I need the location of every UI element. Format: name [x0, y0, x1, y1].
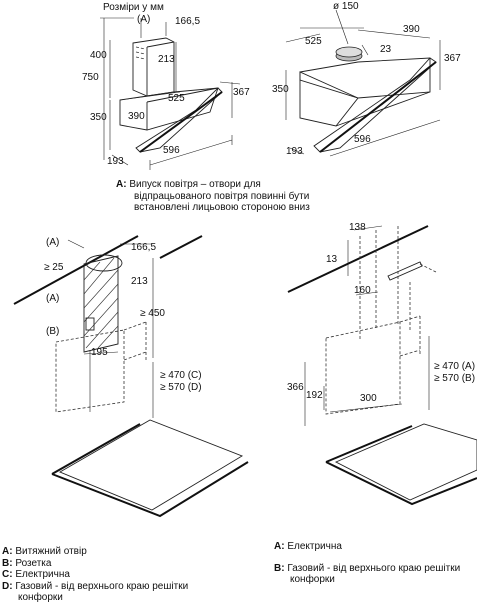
- dim-367: 367: [233, 87, 250, 98]
- label-a2: (A): [46, 293, 59, 304]
- air-vent-holes: [135, 46, 146, 60]
- dim-ge-450: ≥ 450: [140, 308, 165, 319]
- dim-400: 400: [90, 50, 107, 61]
- legend-right-item: B: Газовий - від верхнього краю решітки: [274, 562, 461, 574]
- dim-166-5-mid: 166,5: [131, 242, 156, 253]
- wall-bracket: [387, 261, 423, 281]
- label-a1: (A): [46, 237, 59, 248]
- ceiling-line-right: [287, 225, 429, 293]
- socket: [85, 317, 95, 331]
- dim-213-mid: 213: [131, 276, 148, 287]
- note-line-3: встановлені лицьовою стороною вниз: [134, 202, 310, 213]
- install-left: [13, 235, 249, 518]
- ceiling-line: [13, 235, 139, 305]
- dim-dia-150: ø 150: [333, 1, 359, 12]
- cooktop-right: [334, 423, 477, 501]
- dim-195: 195: [91, 347, 108, 358]
- legend-right: A: Електрична B: Газовий - від верхнього…: [274, 541, 460, 586]
- label-b: (B): [46, 326, 59, 337]
- dim-ge-25: ≥ 25: [44, 262, 64, 273]
- dim-193-r: 193: [286, 146, 303, 157]
- dim-596: 596: [163, 145, 180, 156]
- dim-525: 525: [168, 93, 185, 104]
- dim-525-r: 525: [305, 36, 322, 47]
- dim-ge-470-c: ≥ 470 (C): [160, 370, 202, 381]
- dim-390: 390: [128, 111, 145, 122]
- dim-367-r: 367: [444, 53, 461, 64]
- hood-top-outline: [299, 57, 431, 99]
- note-line-1: Випуск повітря – отвори для: [129, 179, 261, 190]
- hood-side: [299, 71, 359, 127]
- cooktop-left: [58, 419, 244, 511]
- dim-300: 300: [360, 393, 377, 404]
- dim-160: 160: [354, 285, 371, 296]
- dim-ge-570-d: ≥ 570 (D): [160, 382, 202, 393]
- dim-192: 192: [306, 390, 323, 401]
- chimney-zone: [83, 255, 119, 353]
- dim-350-r: 350: [272, 84, 289, 95]
- hood-body: [119, 87, 219, 131]
- dim-23: 23: [380, 44, 392, 55]
- legend-left-item: D: Газовий - від верхнього краю решітки: [2, 580, 189, 592]
- dim-13: 13: [326, 254, 338, 265]
- note-key: A:: [116, 179, 127, 190]
- exhaust-opening: [85, 254, 123, 272]
- chimney-outline: [132, 37, 175, 97]
- dim-138: 138: [349, 222, 366, 233]
- legend-left: A: Витяжний отвір B: Розетка C: Електрич…: [2, 546, 188, 604]
- dim-ge-570-b: ≥ 570 (B): [434, 373, 475, 384]
- dim-350: 350: [90, 112, 107, 123]
- legend-left-item: C: Електрична: [2, 569, 70, 580]
- install-right: [287, 225, 477, 506]
- dim-213: 213: [158, 54, 175, 65]
- hatch-pattern: [83, 257, 119, 349]
- hood-outline-dashed: [55, 329, 125, 413]
- air-outlet-note: A: Випуск повітря – отвори для відпрацьо…: [116, 179, 310, 214]
- dim-366: 366: [287, 382, 304, 393]
- dim-193: 193: [107, 156, 124, 167]
- legend-left-item: конфорки: [18, 592, 63, 603]
- legend-left-item: B: Розетка: [2, 557, 52, 569]
- legend-right-item: конфорки: [290, 574, 335, 585]
- hood-dimensions-left: [100, 17, 241, 170]
- dim-ge-470-a: ≥ 470 (A): [434, 361, 475, 372]
- legend-right-item: A: Електрична: [274, 541, 342, 552]
- note-line-2: відпрацьованого повітря повинні бути: [134, 190, 310, 202]
- dim-166-5: 166,5: [175, 16, 200, 27]
- legend-left-item: A: Витяжний отвір: [2, 546, 87, 557]
- glass-panel-right: [313, 57, 437, 153]
- dim-596-r: 596: [354, 134, 371, 145]
- dim-390-r: 390: [403, 24, 420, 35]
- label-a-top: (A): [137, 14, 150, 25]
- dimensions-title: Розміри у мм: [103, 2, 164, 13]
- hood-dimensions-right: [285, 9, 441, 157]
- dim-750: 750: [82, 72, 99, 83]
